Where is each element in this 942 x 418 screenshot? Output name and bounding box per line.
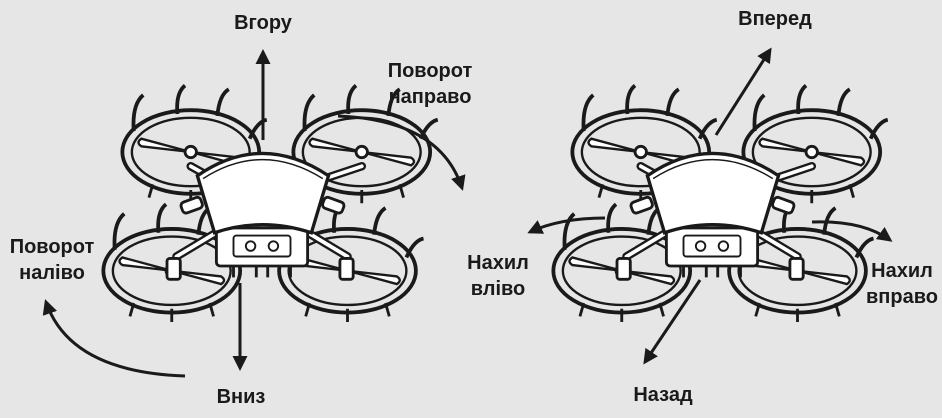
backward-label: Назад [618, 382, 708, 408]
backward-arrow [645, 280, 700, 362]
left-drone-illustration [103, 85, 437, 322]
right-drone-illustration [553, 85, 887, 322]
forward-label: Вперед [730, 6, 820, 32]
down-label: Вниз [206, 384, 276, 410]
up-label: Вгору [228, 10, 298, 36]
